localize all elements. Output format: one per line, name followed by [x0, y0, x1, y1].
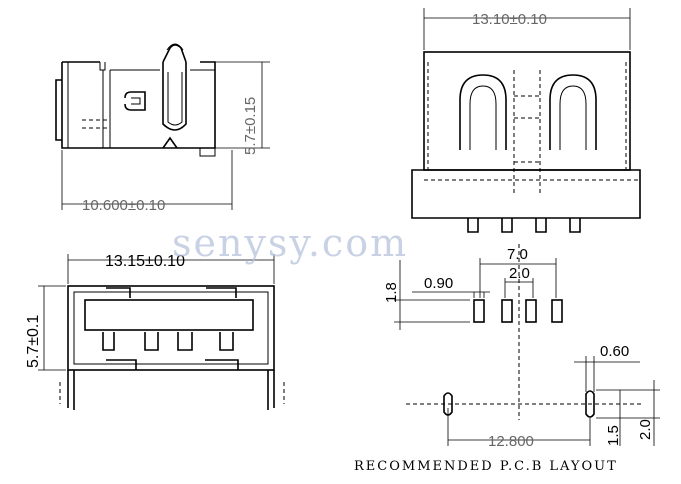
pcb-hole-offset-2-dim: 2.0: [637, 419, 654, 440]
watermark: senysy.com: [172, 221, 408, 265]
front-width-dim: 13.15±0.10: [105, 253, 185, 270]
side-width-dim: 10.600±0.10: [82, 197, 165, 214]
pcb-hole-width-dim: 0.60: [600, 343, 629, 360]
pcb-hole-span-dim: 12.800: [488, 433, 534, 450]
pcb-hole-offset-1-dim: 1.5: [605, 425, 622, 446]
pcb-pad-height-dim: 1.8: [383, 282, 400, 303]
side-view: 10.600±0.10 5.7±0.15: [55, 43, 270, 214]
front-view: 13.15±0.10 5.7±0.1: [25, 253, 285, 410]
pcb-layout-caption: RECOMMENDED P.C.B LAYOUT: [354, 459, 618, 474]
side-height-dim: 5.7±0.15: [242, 97, 259, 155]
top-width-dim: 13.10±0.10: [472, 11, 547, 28]
pcb-pad-width-dim: 0.90: [424, 275, 453, 292]
pcb-layout: 7.0 2.0 0.90 1.8 0.60 12.800 1.5 2.0: [383, 244, 660, 450]
pcb-pitch-dim: 2.0: [509, 265, 530, 282]
pcb-pitch-total-dim: 7.0: [507, 246, 528, 263]
front-height-dim: 5.7±0.1: [25, 315, 42, 368]
top-view: 13.10±0.10: [411, 8, 641, 233]
